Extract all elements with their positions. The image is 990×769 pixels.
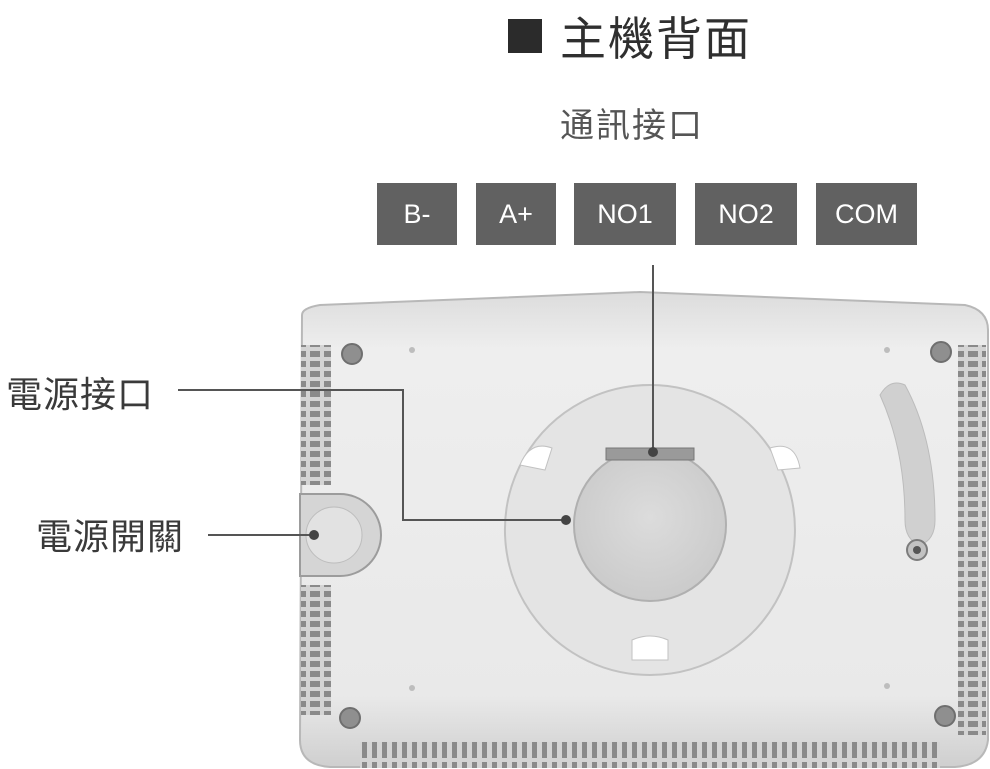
diagram-title: 主機背面 — [508, 8, 752, 66]
power-port-leader-line — [178, 389, 566, 521]
right-vent — [958, 345, 986, 735]
left-vent-upper — [301, 345, 331, 485]
screw-bottom-right — [934, 705, 956, 727]
terminal-b-minus: B- — [377, 183, 457, 245]
screw-top-right — [930, 341, 952, 363]
mounting-slot — [879, 382, 936, 546]
title-text: 主機背面 — [560, 12, 752, 66]
power-port-label: 電源接口 — [6, 375, 155, 416]
center-opening — [573, 448, 727, 602]
left-vent-lower — [301, 585, 331, 715]
terminal-no1: NO1 — [574, 183, 676, 245]
terminal-a-plus: A+ — [476, 183, 556, 245]
terminal-no2: NO2 — [695, 183, 797, 245]
screw-top-left — [341, 343, 363, 365]
title-bullet-square — [508, 19, 542, 53]
power-switch-label: 電源開關 — [36, 517, 185, 558]
comm-interface-label: 通訊接口 — [560, 106, 704, 146]
bottom-vent — [360, 742, 940, 768]
terminal-com: COM — [816, 183, 917, 245]
screw-bottom-left — [339, 707, 361, 729]
